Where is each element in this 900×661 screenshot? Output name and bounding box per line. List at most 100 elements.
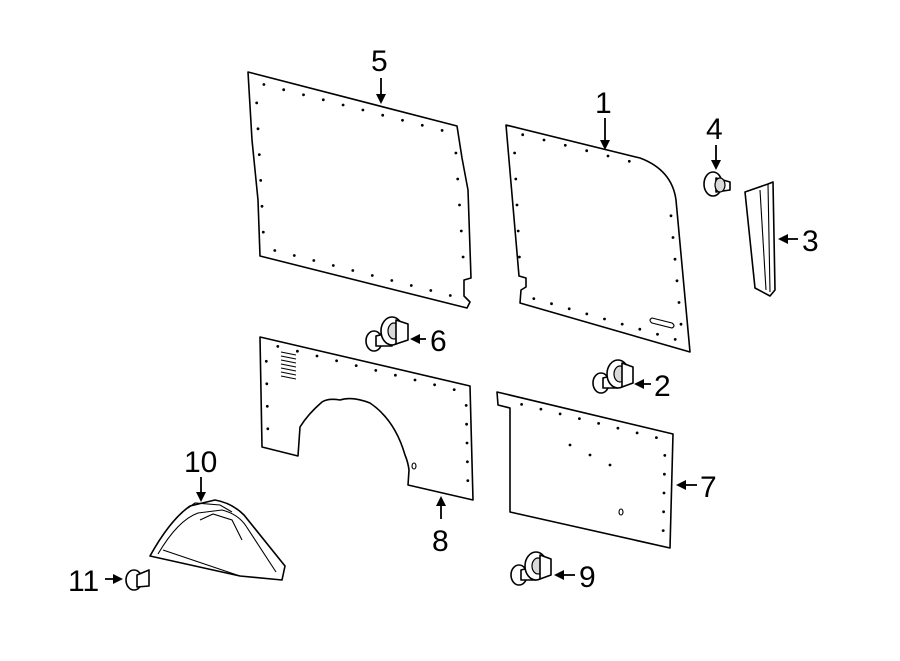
fastener-hole bbox=[459, 229, 463, 233]
fastener-hole bbox=[409, 284, 413, 287]
fastener-hole bbox=[585, 149, 589, 153]
fastener-hole bbox=[627, 159, 631, 163]
fastener-hole bbox=[603, 317, 606, 321]
fastener-hole bbox=[341, 103, 345, 107]
fastener-hole bbox=[282, 88, 286, 92]
fastener-hole bbox=[567, 307, 571, 311]
fastener-hole bbox=[401, 118, 404, 122]
fastener-hole bbox=[679, 322, 683, 326]
callout-3: 3 bbox=[802, 225, 819, 258]
fastener-hole bbox=[578, 417, 581, 420]
callout-10: 10 bbox=[184, 446, 217, 479]
fastener-hole bbox=[673, 257, 677, 261]
fastener-hole bbox=[440, 129, 444, 132]
fastener-hole bbox=[673, 338, 677, 341]
fastener-hole bbox=[321, 98, 325, 102]
fastener-hole bbox=[663, 454, 667, 457]
callout-arrows bbox=[105, 78, 798, 584]
fastener-hole bbox=[454, 151, 458, 155]
fastener-hole bbox=[608, 463, 612, 467]
fastener-hole bbox=[456, 177, 460, 181]
fastener-hole bbox=[381, 113, 385, 117]
fastener-hole bbox=[354, 364, 358, 367]
fastener-hole bbox=[256, 127, 260, 131]
fastener-hole bbox=[662, 510, 665, 514]
fastener-hole bbox=[671, 236, 675, 239]
part-9-push-pin bbox=[510, 551, 552, 586]
fastener-hole bbox=[261, 230, 265, 234]
fastener-hole bbox=[264, 359, 268, 363]
fastener-hole bbox=[606, 154, 610, 158]
fastener-hole bbox=[433, 383, 436, 387]
fastener-hole bbox=[296, 349, 299, 353]
fastener-hole bbox=[465, 441, 469, 445]
fastener-hole bbox=[312, 259, 316, 262]
fastener-hole bbox=[370, 274, 374, 277]
fastener-hole bbox=[429, 289, 433, 292]
callout-labels: 1 2 3 4 5 6 7 8 9 10 11 bbox=[68, 45, 819, 598]
fastener-hole bbox=[262, 83, 266, 86]
callout-9: 9 bbox=[579, 561, 596, 594]
fastener-hole bbox=[302, 93, 305, 97]
fastener-hole bbox=[635, 431, 639, 435]
fastener-hole bbox=[420, 123, 424, 127]
fastener-hole bbox=[655, 436, 658, 439]
fastener-hole bbox=[266, 427, 270, 431]
callout-2: 2 bbox=[654, 370, 671, 403]
fastener-hole bbox=[374, 369, 378, 372]
fastener-hole bbox=[563, 143, 567, 147]
fastener-hole bbox=[675, 279, 679, 283]
fastener-hole bbox=[542, 138, 546, 142]
fastener-hole bbox=[677, 301, 681, 304]
part-2-push-pin bbox=[592, 359, 634, 394]
fastener-hole bbox=[638, 327, 642, 331]
part-8-lower-rear-panel bbox=[259, 336, 474, 501]
fastener-hole bbox=[466, 460, 469, 464]
fastener-hole bbox=[257, 153, 261, 157]
fastener-hole bbox=[558, 412, 562, 416]
fastener-hole bbox=[585, 312, 589, 316]
part-11-clip bbox=[125, 569, 150, 591]
part-7-lower-front-panel bbox=[496, 391, 674, 549]
fastener-hole bbox=[452, 388, 456, 391]
fastener-hole bbox=[255, 101, 259, 105]
callout-7: 7 bbox=[700, 471, 717, 504]
fastener-hole bbox=[394, 373, 397, 377]
fastener-hole bbox=[532, 297, 536, 300]
callout-4: 4 bbox=[706, 113, 723, 146]
fastener-hole bbox=[669, 214, 673, 218]
callout-5: 5 bbox=[371, 45, 388, 78]
callout-11: 11 bbox=[68, 565, 99, 598]
part-6-push-pin bbox=[365, 316, 409, 352]
fastener-hole bbox=[662, 491, 666, 495]
fastener-hole bbox=[413, 378, 417, 382]
fastener-hole bbox=[465, 422, 468, 426]
fastener-hole bbox=[260, 204, 264, 208]
fastener-hole bbox=[616, 426, 620, 430]
part-10-wheelhouse-trim bbox=[149, 499, 286, 581]
fastener-hole bbox=[276, 345, 280, 348]
fastener-hole bbox=[588, 453, 592, 457]
fastener-hole bbox=[521, 133, 525, 137]
fastener-hole bbox=[273, 249, 277, 252]
fastener-hole bbox=[539, 407, 543, 411]
fastener-hole bbox=[515, 203, 519, 207]
fastener-hole bbox=[265, 404, 269, 408]
fastener-hole bbox=[520, 403, 523, 406]
fastener-hole bbox=[448, 294, 452, 297]
fastener-hole bbox=[458, 203, 461, 207]
fastener-hole bbox=[516, 229, 520, 233]
part-1-upper-front-panel bbox=[505, 124, 691, 353]
fastener-hole bbox=[656, 332, 659, 336]
fastener-hole bbox=[361, 108, 365, 112]
fastener-hole bbox=[351, 269, 355, 272]
callout-6: 6 bbox=[430, 325, 447, 358]
vent-grille bbox=[280, 351, 297, 380]
callout-8: 8 bbox=[432, 525, 449, 558]
part-4-clip bbox=[703, 171, 731, 197]
fastener-hole bbox=[466, 479, 470, 482]
fastener-hole bbox=[663, 472, 666, 476]
fastener-hole bbox=[331, 264, 335, 267]
fastener-hole bbox=[292, 254, 296, 257]
